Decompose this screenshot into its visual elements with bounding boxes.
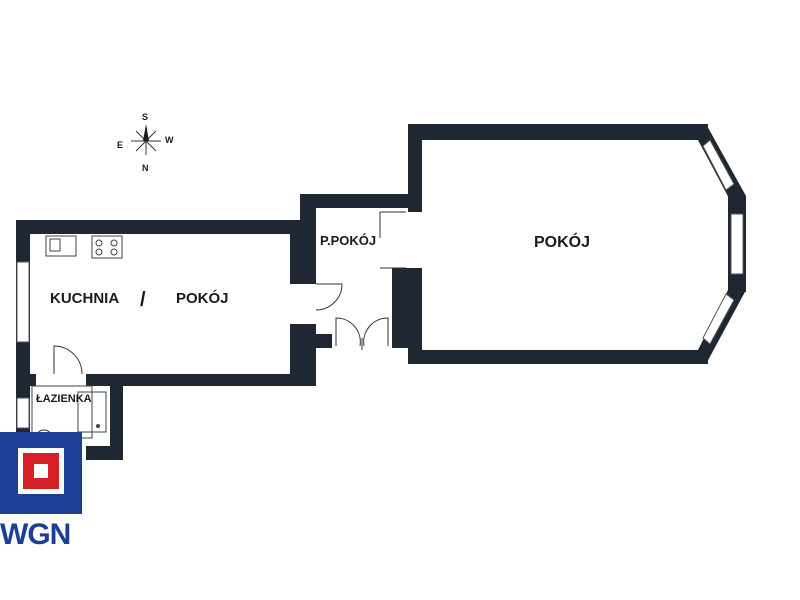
label-bathroom: ŁAZIENKA [36, 393, 92, 405]
label-hall: P.POKÓJ [320, 233, 376, 248]
bay-windows [702, 139, 744, 345]
compass-south: S [142, 112, 148, 122]
compass-west: W [165, 135, 174, 145]
bathroom-door [53, 345, 83, 375]
compass-rose: S N E W [117, 112, 174, 173]
wgn-logo-core [34, 464, 48, 478]
entrance-door-right [363, 317, 389, 347]
wgn-logo-red-square [23, 453, 59, 489]
kitchen-stove [91, 235, 123, 259]
bathroom-window [16, 397, 30, 429]
kitchen-window [16, 261, 30, 343]
label-kitchen: KUCHNIA [50, 290, 119, 307]
label-kitchen-sep: / [140, 289, 146, 311]
kitchen-door [315, 283, 343, 311]
hall-walls [300, 194, 408, 348]
entrance-door-left [335, 317, 361, 347]
label-big-room: POKÓJ [534, 232, 590, 251]
kitchen-sink [45, 235, 77, 257]
compass-east: E [117, 140, 123, 150]
room-door [379, 211, 406, 269]
compass-north: N [142, 163, 149, 173]
wgn-logo-text: WGN [0, 518, 71, 551]
label-kitchen-room: POKÓJ [176, 289, 229, 307]
wgn-logo [0, 432, 82, 514]
wgn-logo-frame [18, 448, 64, 494]
